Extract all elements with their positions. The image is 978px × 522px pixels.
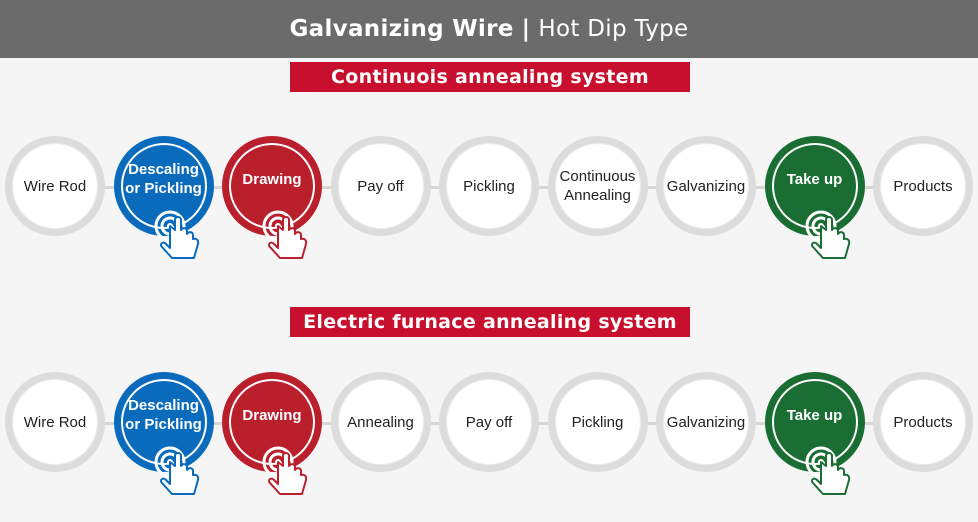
flow-step-label: Pickling — [463, 177, 515, 195]
flow-step-label: Pay off — [465, 413, 513, 431]
flow-step-pay-off: Pay off — [439, 372, 539, 472]
flow-step-label: Pickling — [571, 413, 624, 431]
flow-step-label: Galvanizing — [666, 413, 746, 431]
flow-step-circle: Pay off — [446, 379, 532, 465]
page-title: Galvanizing Wire — [289, 16, 514, 42]
flow-step-wire-rod: Wire Rod — [5, 372, 105, 472]
flow-step-label: Wire Rod — [23, 413, 87, 431]
tap-hand-icon — [144, 436, 208, 500]
page-subtitle: Hot Dip Type — [538, 16, 689, 42]
flow-step-descaling-or-pickling[interactable]: Descaling or Pickling — [113, 136, 214, 259]
flow-step-label: Products — [893, 413, 953, 431]
tap-hand-icon — [144, 200, 208, 264]
flow-step-label: Take up — [786, 406, 843, 424]
flow-step-pickling: Pickling — [547, 372, 648, 472]
flow-step-galvanizing: Galvanizing — [656, 372, 756, 472]
flow-step-take-up[interactable]: Take up — [764, 372, 865, 495]
flow-step-label: Wire Rod — [23, 177, 87, 195]
flow-step-circle: Continuous Annealing — [554, 143, 641, 229]
flow-step-circle: Pickling — [554, 379, 641, 465]
flow-step-drawing[interactable]: Drawing — [222, 372, 322, 495]
flow-step-circle: Annealing — [337, 379, 424, 465]
flow-step-label: Products — [893, 177, 953, 195]
flow-step-wire-rod: Wire Rod — [5, 136, 105, 236]
flow-step-products: Products — [873, 136, 973, 236]
tap-hand-icon — [795, 200, 859, 264]
flow-step-label: Continuous Annealing — [559, 168, 636, 204]
system-title-electric: Electric furnace annealing system — [290, 307, 690, 337]
flow-step-circle: Pay off — [337, 143, 424, 229]
flow-step-products: Products — [873, 372, 973, 472]
flow-step-circle: Wire Rod — [12, 379, 98, 465]
system-title-continuous: Continuois annealing system — [290, 62, 690, 92]
flow-step-label: Pay off — [357, 177, 404, 195]
flow-step-circle: Wire Rod — [12, 143, 98, 229]
flow-step-label: Annealing — [347, 413, 414, 431]
flow-step-circle: Galvanizing — [663, 379, 749, 465]
flow-step-label: Descaling or Pickling — [125, 397, 202, 433]
tap-hand-icon — [252, 436, 316, 500]
flow-step-circle: Pickling — [446, 143, 532, 229]
title-separator: | — [521, 16, 531, 42]
flow-step-label: Galvanizing — [666, 177, 746, 195]
flow-step-galvanizing: Galvanizing — [656, 136, 756, 236]
flow-step-label: Take up — [786, 170, 843, 188]
flow-step-circle: Products — [880, 379, 966, 465]
flow-step-label: Drawing — [242, 170, 302, 188]
flow-step-label: Drawing — [242, 406, 302, 424]
flow-step-pay-off: Pay off — [330, 136, 431, 236]
flow-row-electric: Wire Rod Descaling or Pickling Drawing Anne… — [0, 368, 978, 495]
flow-step-annealing: Annealing — [330, 372, 431, 472]
flow-row-continuous: Wire Rod Descaling or Pickling Drawing Pay … — [0, 132, 978, 259]
flow-step-circle: Galvanizing — [663, 143, 749, 229]
flow-step-drawing[interactable]: Drawing — [222, 136, 322, 259]
tap-hand-icon — [252, 200, 316, 264]
flow-step-continuous-annealing: Continuous Annealing — [547, 136, 648, 236]
tap-hand-icon — [795, 436, 859, 500]
flow-step-pickling: Pickling — [439, 136, 539, 236]
flow-step-take-up[interactable]: Take up — [764, 136, 865, 259]
flow-step-circle: Products — [880, 143, 966, 229]
flow-step-descaling-or-pickling[interactable]: Descaling or Pickling — [113, 372, 214, 495]
flow-step-label: Descaling or Pickling — [125, 161, 202, 197]
page-header: Galvanizing Wire | Hot Dip Type — [0, 0, 978, 58]
